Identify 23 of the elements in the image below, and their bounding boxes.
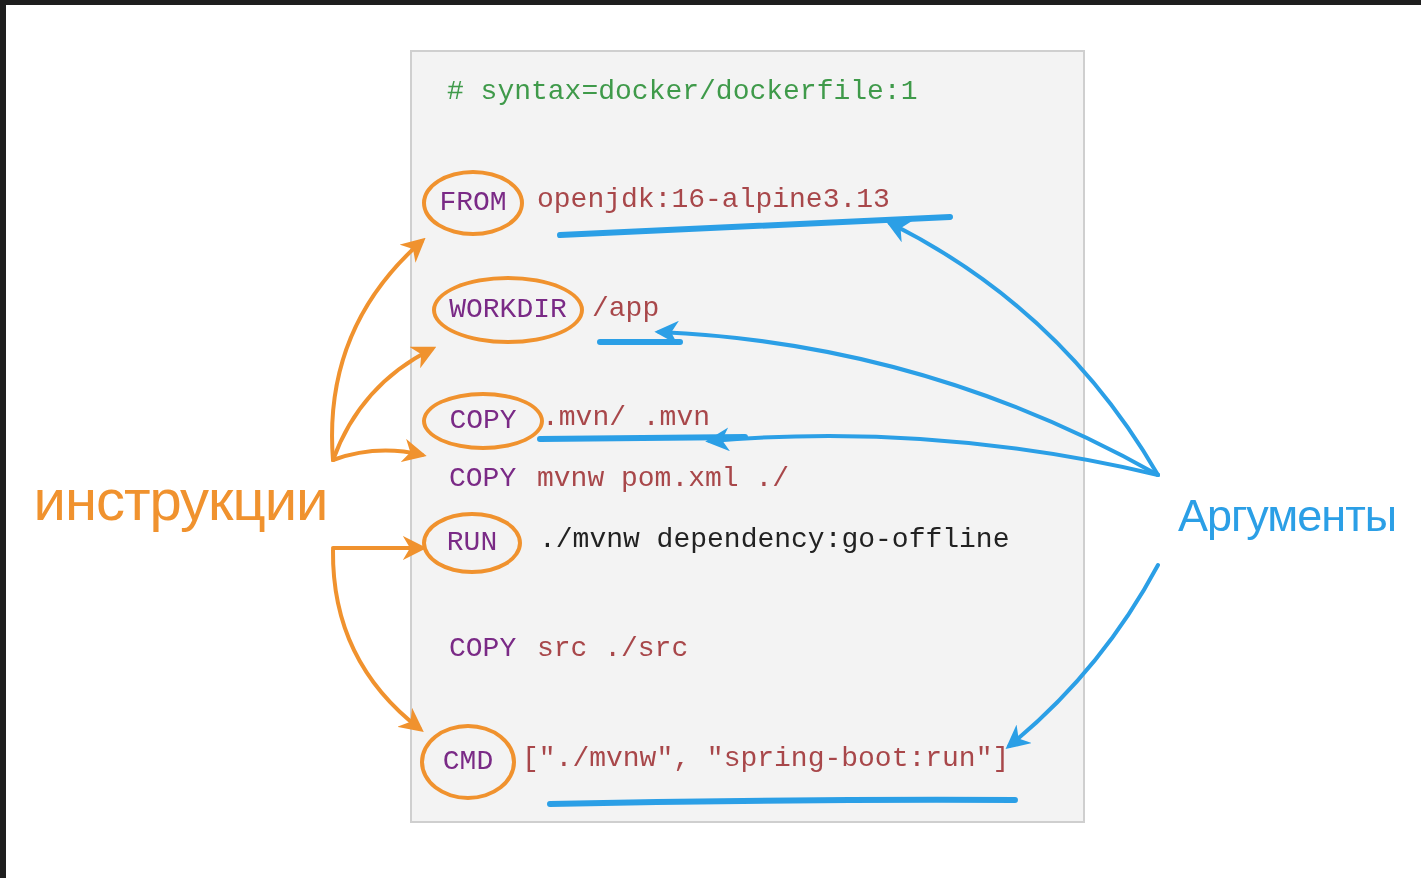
code-argument: openjdk:16-alpine3.13 — [537, 182, 890, 218]
circled-keyword: FROM — [422, 170, 524, 236]
circled-keyword: RUN — [422, 512, 522, 574]
arrow — [1005, 563, 1160, 750]
handwritten-label: Аргументы — [1158, 470, 1416, 560]
handwritten-label: инструкции — [28, 455, 333, 545]
code-text: COPY — [449, 632, 517, 666]
arrow — [331, 439, 427, 463]
arrow — [331, 346, 437, 462]
code-text: mvnw pom.xml ./ — [537, 462, 790, 496]
code-text: COPY — [449, 462, 517, 496]
code-argument: .mvn/ .mvn — [542, 400, 711, 436]
arrow — [331, 548, 424, 733]
arrow — [705, 427, 1160, 477]
code-argument: ["./mvnw", "spring-boot:run"] — [522, 741, 1010, 777]
code-text: ./mvnw dependency:go-offline — [539, 523, 1010, 557]
code-text: src ./src — [537, 632, 689, 666]
circled-keyword: WORKDIR — [432, 276, 584, 344]
circled-keyword: COPY — [422, 392, 544, 450]
code-text: # syntax=docker/dockerfile:1 — [447, 75, 918, 109]
code-argument: /app — [592, 291, 660, 327]
code-panel — [410, 50, 1085, 823]
circled-keyword: CMD — [420, 724, 516, 800]
